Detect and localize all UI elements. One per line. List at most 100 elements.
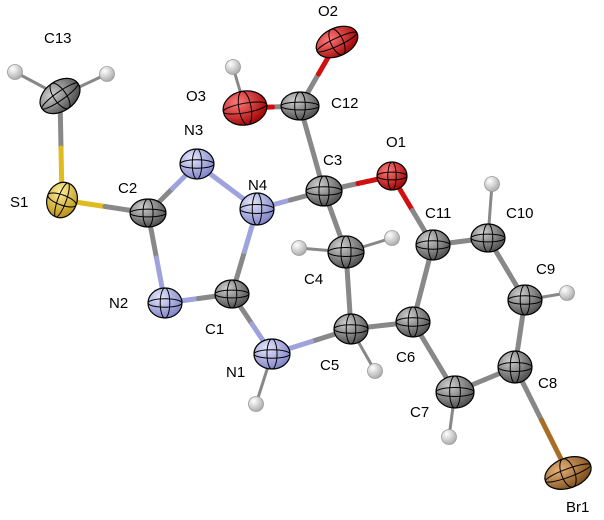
ellipsoid-axis bbox=[191, 148, 203, 180]
ellipsoid-axis bbox=[159, 287, 171, 319]
ellipsoid-axis bbox=[407, 306, 419, 338]
hydrogen-atom bbox=[291, 240, 307, 256]
ellipsoid-axis bbox=[147, 298, 183, 308]
ellipsoid-axis bbox=[305, 186, 343, 196]
atom-ellipsoid bbox=[280, 91, 320, 121]
ellipsoid-axis bbox=[415, 240, 451, 250]
atom-C6 bbox=[395, 306, 431, 338]
ellipsoid-axis bbox=[559, 458, 577, 488]
atom-label-C9: C9 bbox=[536, 261, 555, 278]
ellipsoid-axis bbox=[328, 28, 346, 56]
ellipsoid-axis bbox=[222, 101, 268, 115]
atom-C13 bbox=[39, 77, 81, 115]
atom-label-C5: C5 bbox=[320, 357, 339, 374]
ellipsoid-axis bbox=[142, 198, 154, 228]
atom-label-C6: C6 bbox=[396, 349, 415, 366]
atom-label-O3: O3 bbox=[186, 88, 206, 105]
ellipsoid-axis bbox=[482, 223, 494, 253]
atom-ellipsoid bbox=[147, 287, 183, 319]
atom-O2 bbox=[315, 25, 359, 59]
atom-label-Br1: Br1 bbox=[566, 499, 589, 516]
atom-ellipsoid bbox=[470, 223, 506, 253]
atom-ellipsoid bbox=[129, 198, 167, 228]
atom-C1 bbox=[214, 279, 250, 309]
atom-ellipsoid bbox=[415, 229, 451, 261]
ellipsoid-axis bbox=[129, 208, 167, 218]
atom-C9 bbox=[507, 284, 543, 316]
hydrogen-atom bbox=[384, 230, 400, 246]
atom-N3 bbox=[179, 148, 215, 180]
atoms-layer bbox=[39, 25, 592, 490]
atom-C11 bbox=[415, 229, 451, 261]
ellipsoid-axis bbox=[179, 159, 215, 169]
ellipsoid-axis bbox=[318, 175, 330, 207]
hydrogen-atom bbox=[441, 429, 457, 445]
ellipsoid-axis bbox=[395, 317, 431, 327]
ellipsoid-axis bbox=[497, 362, 533, 372]
ellipsoid-axis bbox=[519, 284, 531, 316]
ellipsoid-axis bbox=[470, 233, 506, 243]
atom-Br1 bbox=[544, 456, 592, 490]
ellipsoid-axis bbox=[544, 463, 592, 483]
atom-C5 bbox=[333, 313, 369, 345]
atom-C2 bbox=[129, 198, 167, 228]
atom-label-C13: C13 bbox=[44, 30, 72, 47]
atom-ellipsoid bbox=[507, 284, 543, 316]
atom-label-C2: C2 bbox=[118, 180, 137, 197]
atom-C3 bbox=[305, 175, 343, 207]
ellipsoid-axis bbox=[376, 171, 408, 181]
hydrogen-atom bbox=[7, 64, 23, 80]
ellipsoid-axis bbox=[427, 229, 439, 261]
atom-ellipsoid bbox=[253, 338, 291, 370]
ellipsoid-axis bbox=[49, 82, 71, 110]
atom-ellipsoid bbox=[305, 175, 343, 207]
hydrogen-atom bbox=[367, 363, 383, 379]
hydrogen-atoms-layer bbox=[7, 59, 575, 445]
atom-N2 bbox=[147, 287, 183, 319]
atom-ellipsoid bbox=[376, 161, 408, 191]
atom-ellipsoid bbox=[315, 25, 359, 59]
ellipsoid-axis bbox=[387, 161, 397, 191]
atom-ellipsoid bbox=[497, 350, 533, 384]
atom-ellipsoid bbox=[327, 235, 365, 269]
atom-label-N4: N4 bbox=[248, 177, 267, 194]
atom-label-C7: C7 bbox=[410, 404, 429, 421]
atom-ellipsoid bbox=[239, 192, 275, 226]
atom-label-C1: C1 bbox=[205, 321, 224, 338]
atom-label-C3: C3 bbox=[323, 152, 342, 169]
ellipsoid-axis bbox=[449, 375, 461, 409]
ellipsoid-axis bbox=[340, 235, 352, 269]
atom-N1 bbox=[253, 338, 291, 370]
atom-O1 bbox=[376, 161, 408, 191]
ellipsoid-axis bbox=[327, 247, 365, 257]
hydrogen-atom bbox=[559, 285, 575, 301]
atom-label-C8: C8 bbox=[538, 375, 557, 392]
atom-label-O1: O1 bbox=[386, 134, 406, 151]
atom-O3 bbox=[222, 90, 268, 126]
atom-C7 bbox=[435, 375, 475, 409]
atom-label-C11: C11 bbox=[425, 205, 451, 222]
ellipsoid-axis bbox=[47, 192, 77, 208]
atom-ellipsoid bbox=[333, 313, 369, 345]
atom-C10 bbox=[470, 223, 506, 253]
hydrogen-atom bbox=[484, 176, 500, 192]
atom-label-S1: S1 bbox=[10, 194, 28, 211]
atom-S1 bbox=[46, 181, 78, 219]
atom-ellipsoid bbox=[179, 148, 215, 180]
hydrogen-atom bbox=[225, 59, 241, 75]
atom-C12 bbox=[280, 91, 320, 121]
ellipsoid-axis bbox=[239, 204, 275, 214]
atom-ellipsoid bbox=[46, 181, 78, 219]
ellipsoid-axis bbox=[214, 289, 250, 299]
ellipsoid-axis bbox=[251, 192, 263, 226]
ellipsoid-axis bbox=[435, 387, 475, 397]
ellipsoid-axis bbox=[41, 82, 79, 110]
ellipsoid-axis bbox=[316, 31, 358, 53]
ellipsoid-axis bbox=[294, 91, 306, 121]
ellipsoid-axis bbox=[266, 338, 278, 370]
atom-label-O2: O2 bbox=[318, 3, 338, 20]
ellipsoid-axis bbox=[345, 313, 357, 345]
ellipsoid-axis bbox=[253, 349, 291, 359]
